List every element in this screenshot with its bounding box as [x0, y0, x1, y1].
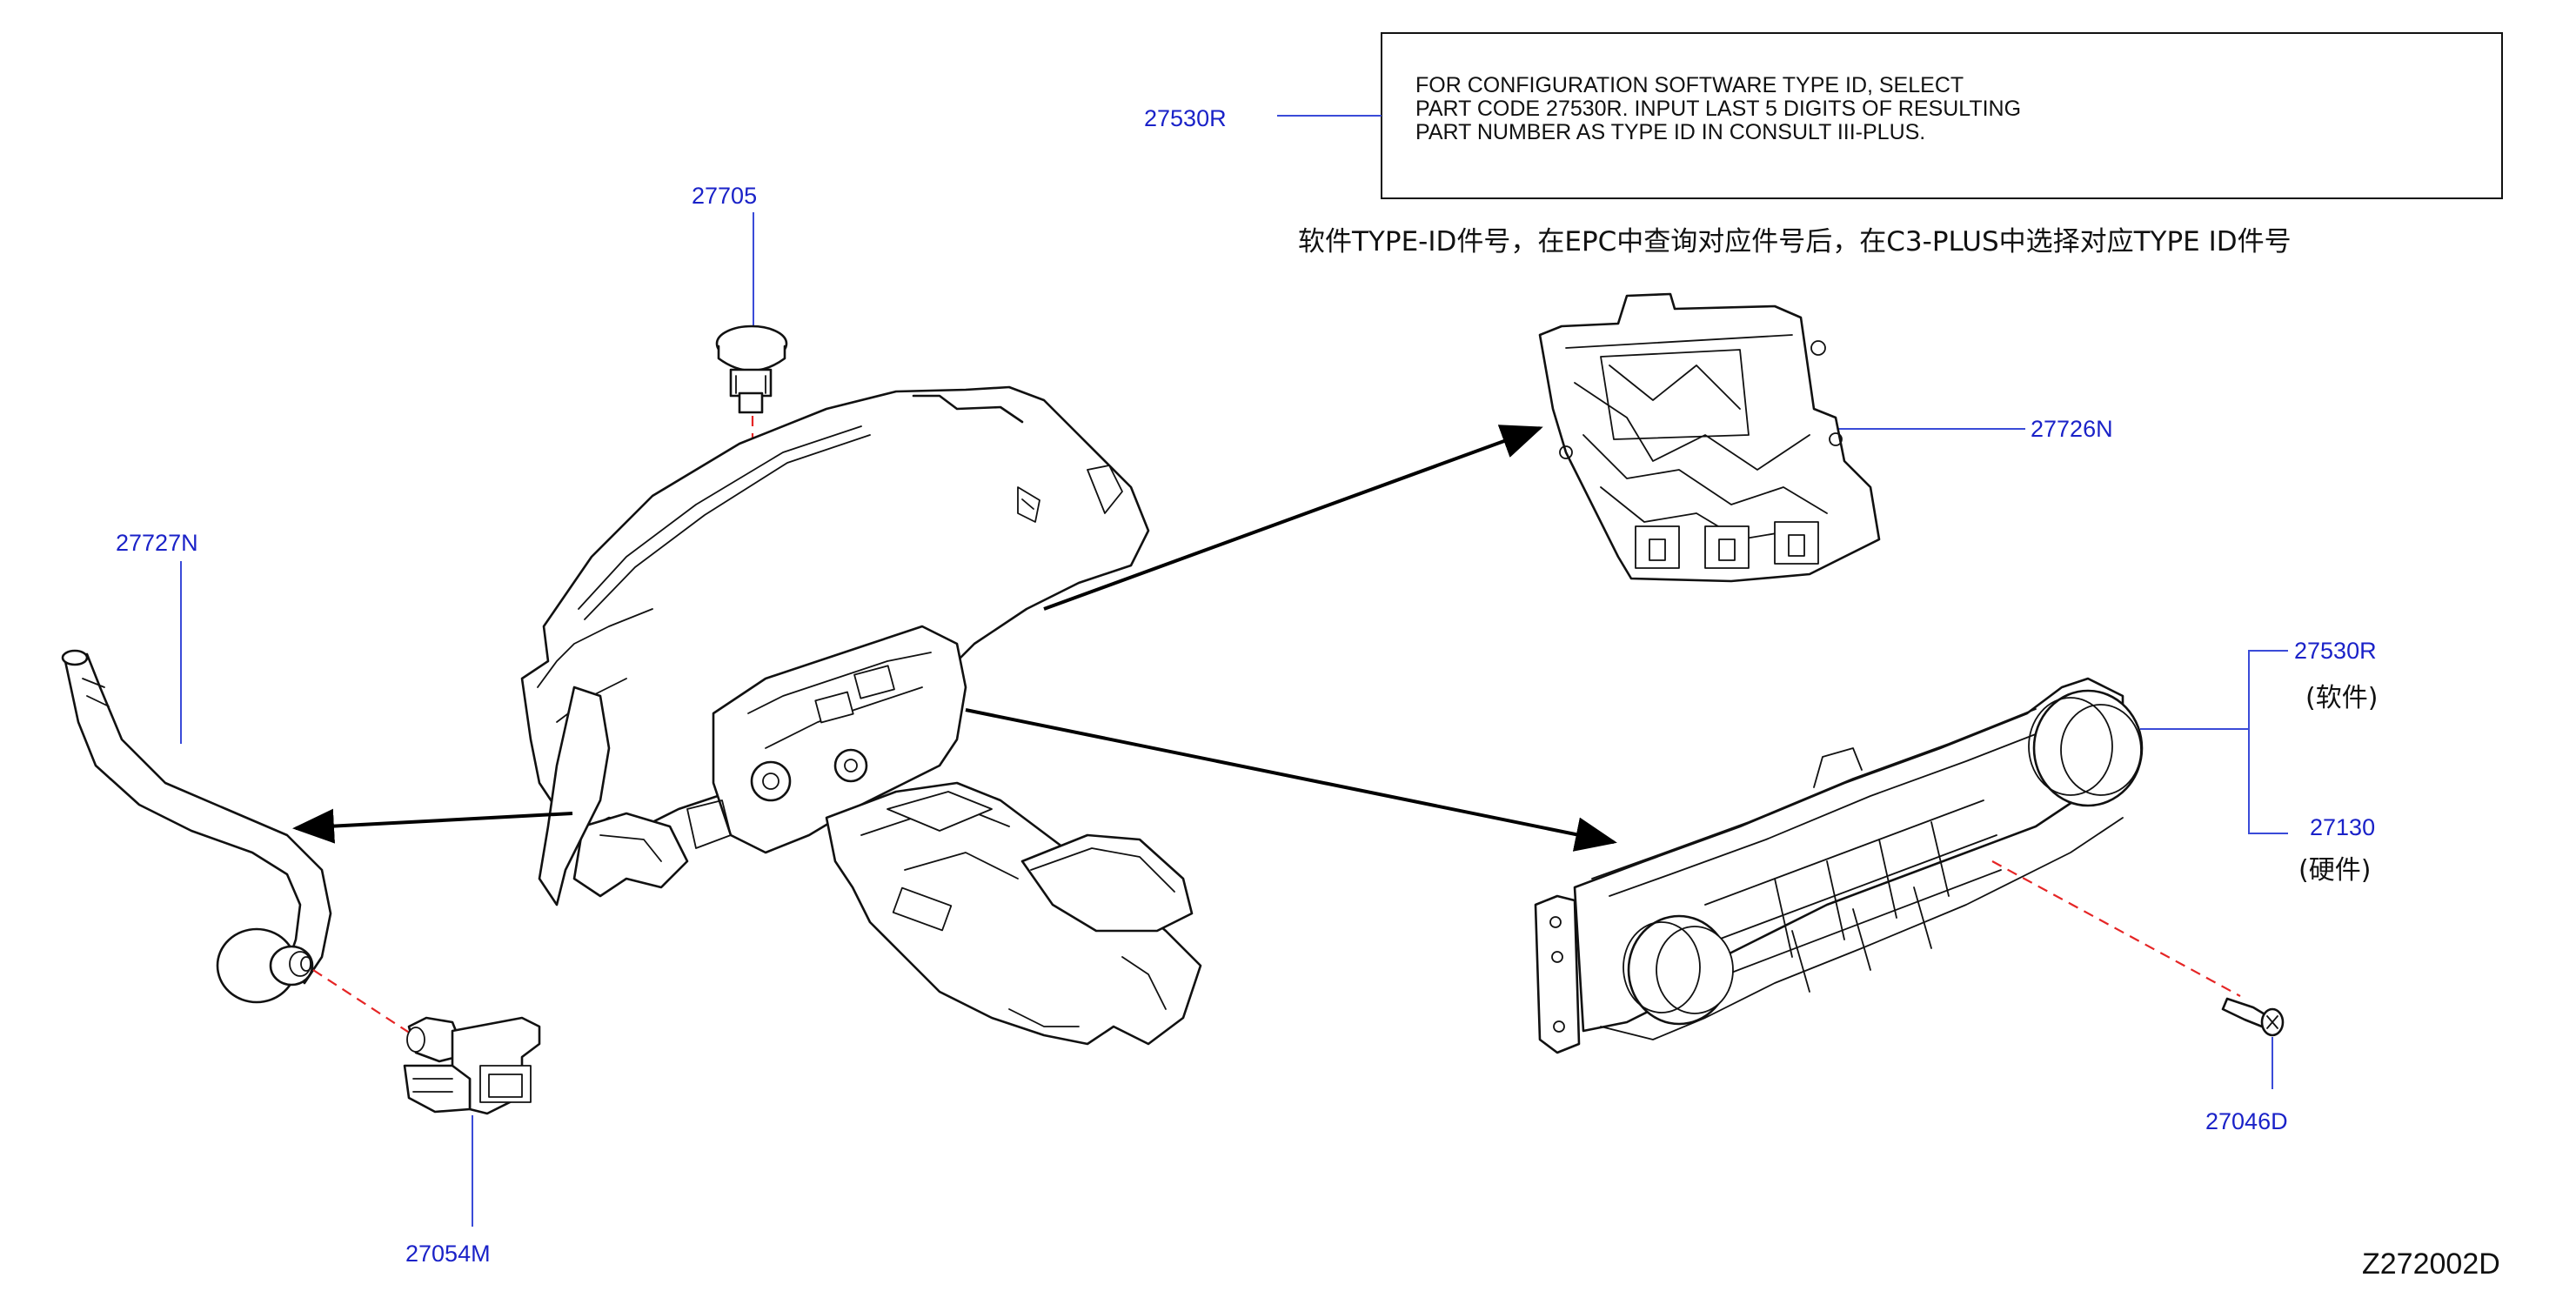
part-label-27705[interactable]: 27705 — [692, 183, 757, 209]
in-car-sensor-drawing — [403, 1016, 541, 1115]
part-label-27046D[interactable]: 27046D — [2205, 1108, 2288, 1134]
arrow-to-27530R — [965, 708, 1617, 852]
aspirator-hose-drawing — [61, 649, 332, 1004]
note-line-2: PART CODE 27530R. INPUT LAST 5 DIGITS OF… — [1415, 97, 2021, 121]
part-label-27530R-software: (软件) — [2305, 683, 2378, 713]
configuration-note: FOR CONFIGURATION SOFTWARE TYPE ID, SELE… — [1381, 32, 2503, 199]
note-line-1: FOR CONFIGURATION SOFTWARE TYPE ID, SELE… — [1415, 73, 1964, 97]
part-label-27727N[interactable]: 27727N — [116, 530, 198, 556]
ac-control-panel-drawing — [1534, 677, 2144, 1054]
chinese-note: 软件TYPE-ID件号，在EPC中查询对应件号后，在C3-PLUS中选择对应TY… — [1298, 226, 2292, 258]
sensor-clip-drawing — [715, 324, 788, 414]
hose-connect-path — [312, 969, 414, 1036]
part-label-27726N[interactable]: 27726N — [2031, 416, 2113, 442]
instrument-panel-drawing — [520, 385, 1202, 1046]
note-line-3: PART NUMBER AS TYPE ID IN CONSULT III-PL… — [1415, 120, 1925, 144]
arrow-to-27726N — [1043, 425, 1543, 611]
control-unit-drawing — [1538, 292, 1881, 583]
arrow-to-27727N — [292, 808, 573, 844]
note-box — [1381, 32, 2503, 199]
part-label-27130-hardware: (硬件) — [2298, 855, 2371, 886]
screw-27046D-drawing — [2221, 997, 2285, 1037]
diagram-code: Z272002D — [2362, 1248, 2500, 1281]
screw-install-path — [1991, 860, 2241, 997]
part-label-27530R-note[interactable]: 27530R — [1144, 105, 1227, 131]
part-label-27054M[interactable]: 27054M — [405, 1241, 491, 1267]
part-label-27130[interactable]: 27130 — [2310, 814, 2375, 840]
leader-27530R-27130 — [2140, 650, 2288, 834]
part-label-27530R[interactable]: 27530R — [2294, 638, 2377, 664]
